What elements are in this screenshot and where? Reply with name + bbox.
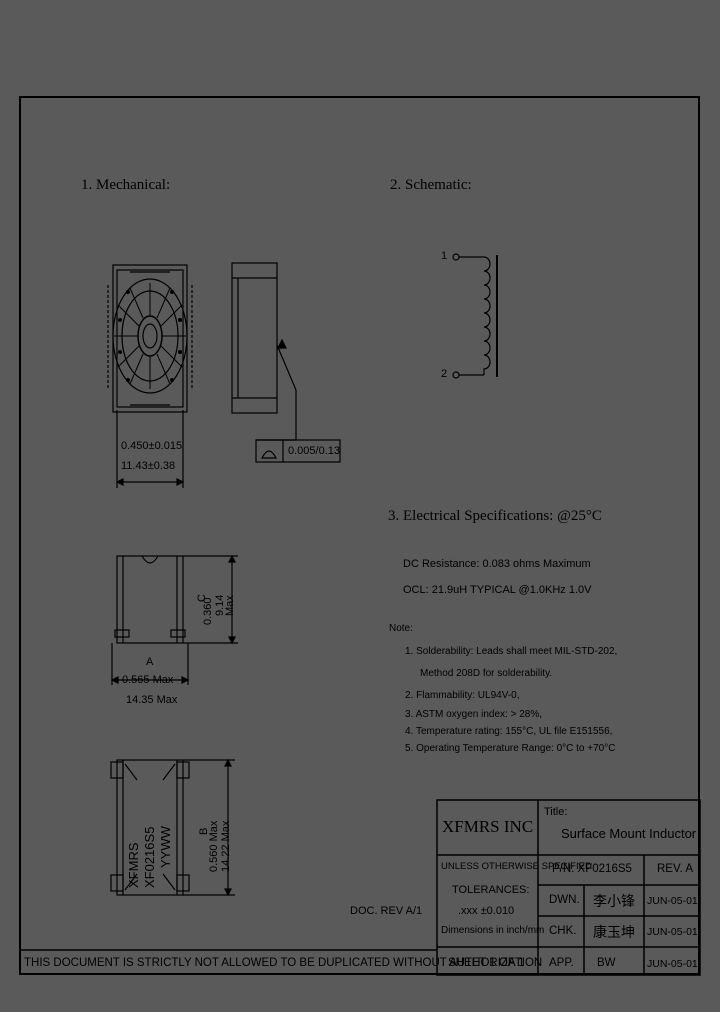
note-1: 1. Solderability: Leads shall meet MIL-S… <box>405 646 618 657</box>
dim-a-mm: 14.35 Max <box>126 694 178 706</box>
marking-line-2: XF0216S5 <box>142 826 157 888</box>
schematic-heading: 2. Schematic: <box>390 177 472 193</box>
flatness-tolerance: 0.005/0.13 <box>288 445 340 457</box>
note-2: 2. Flammability: UL94V-0, <box>405 690 520 701</box>
tolerance-value: .xxx ±0.010 <box>458 905 515 917</box>
note-4: 4. Temperature rating: 155°C, UL file E1… <box>405 726 613 737</box>
marking-line-1: XFMRS <box>126 842 141 889</box>
pin-1-label: 1 <box>441 250 448 262</box>
pin-2-label: 2 <box>441 368 448 380</box>
title-block-lines <box>19 799 701 976</box>
dim-b-inch: 0.560 Max <box>208 820 220 872</box>
notes-title: Note: <box>389 623 413 634</box>
side-view-drawing <box>231 262 341 463</box>
ocl-spec: OCL: 21.9uH TYPICAL @1.0KHz 1.0V <box>403 584 592 596</box>
dimensions-units: Dimensions in inch/mm <box>441 925 545 936</box>
approved-date: JUN-05-01 <box>647 958 698 970</box>
schematic-drawing <box>452 253 498 379</box>
electrical-heading: 3. Electrical Specifications: @25°C <box>388 508 602 524</box>
duplication-notice: THIS DOCUMENT IS STRICTLY NOT ALLOWED TO… <box>24 957 543 969</box>
doc-revision: DOC. REV A/1 <box>350 905 423 917</box>
approved-by: BW <box>597 957 616 969</box>
dim-b-mm: 14.22 Max <box>220 820 232 872</box>
checked-label: CHK. <box>549 925 577 937</box>
mechanical-heading: 1. Mechanical: <box>81 177 171 193</box>
dim-c-inch: 0.360 <box>202 597 214 625</box>
marking-view-drawing <box>110 758 235 897</box>
width-dim-mm: 11.43±0.38 <box>121 460 176 472</box>
part-number: P/N: XF0216S5 <box>552 863 632 875</box>
note-3: 3. ASTM oxygen index: > 28%, <box>405 709 543 720</box>
drawing-sheet <box>19 96 700 975</box>
note-1-cont: Method 208D for solderability. <box>420 668 553 679</box>
note-5: 5. Operating Temperature Range: 0°C to +… <box>405 743 616 754</box>
approved-label: APP. <box>549 957 574 969</box>
dim-a-letter: A <box>146 656 154 668</box>
drawing-title: Surface Mount Inductor <box>561 826 697 841</box>
top-view-drawing <box>107 264 193 488</box>
checked-by-signature: 康玉坤 <box>593 925 635 941</box>
drawn-by-signature: 李小锋 <box>593 894 635 910</box>
checked-date: JUN-05-01 <box>647 926 698 938</box>
drawn-date: JUN-05-01 <box>647 895 698 907</box>
width-dim-inch: 0.450±0.015 <box>121 440 183 452</box>
marking-line-3: YYWW <box>158 826 173 868</box>
dc-resistance: DC Resistance: 0.083 ohms Maximum <box>403 558 591 570</box>
dim-c-max: Max <box>224 595 236 616</box>
tolerances-label: TOLERANCES: <box>452 884 530 896</box>
bottom-view-drawing <box>110 554 238 685</box>
dim-a-inch: 0.565 Max <box>122 674 174 686</box>
company-name: XFMRS INC <box>442 817 534 836</box>
drawn-label: DWN. <box>549 894 580 906</box>
sheet-number: SHEET 1 OF 1 <box>448 957 525 969</box>
revision: REV. A <box>657 863 694 875</box>
unless-specified: UNLESS OTHERWISE SPECIFIED <box>441 861 592 872</box>
title-label: Title: <box>544 806 568 818</box>
